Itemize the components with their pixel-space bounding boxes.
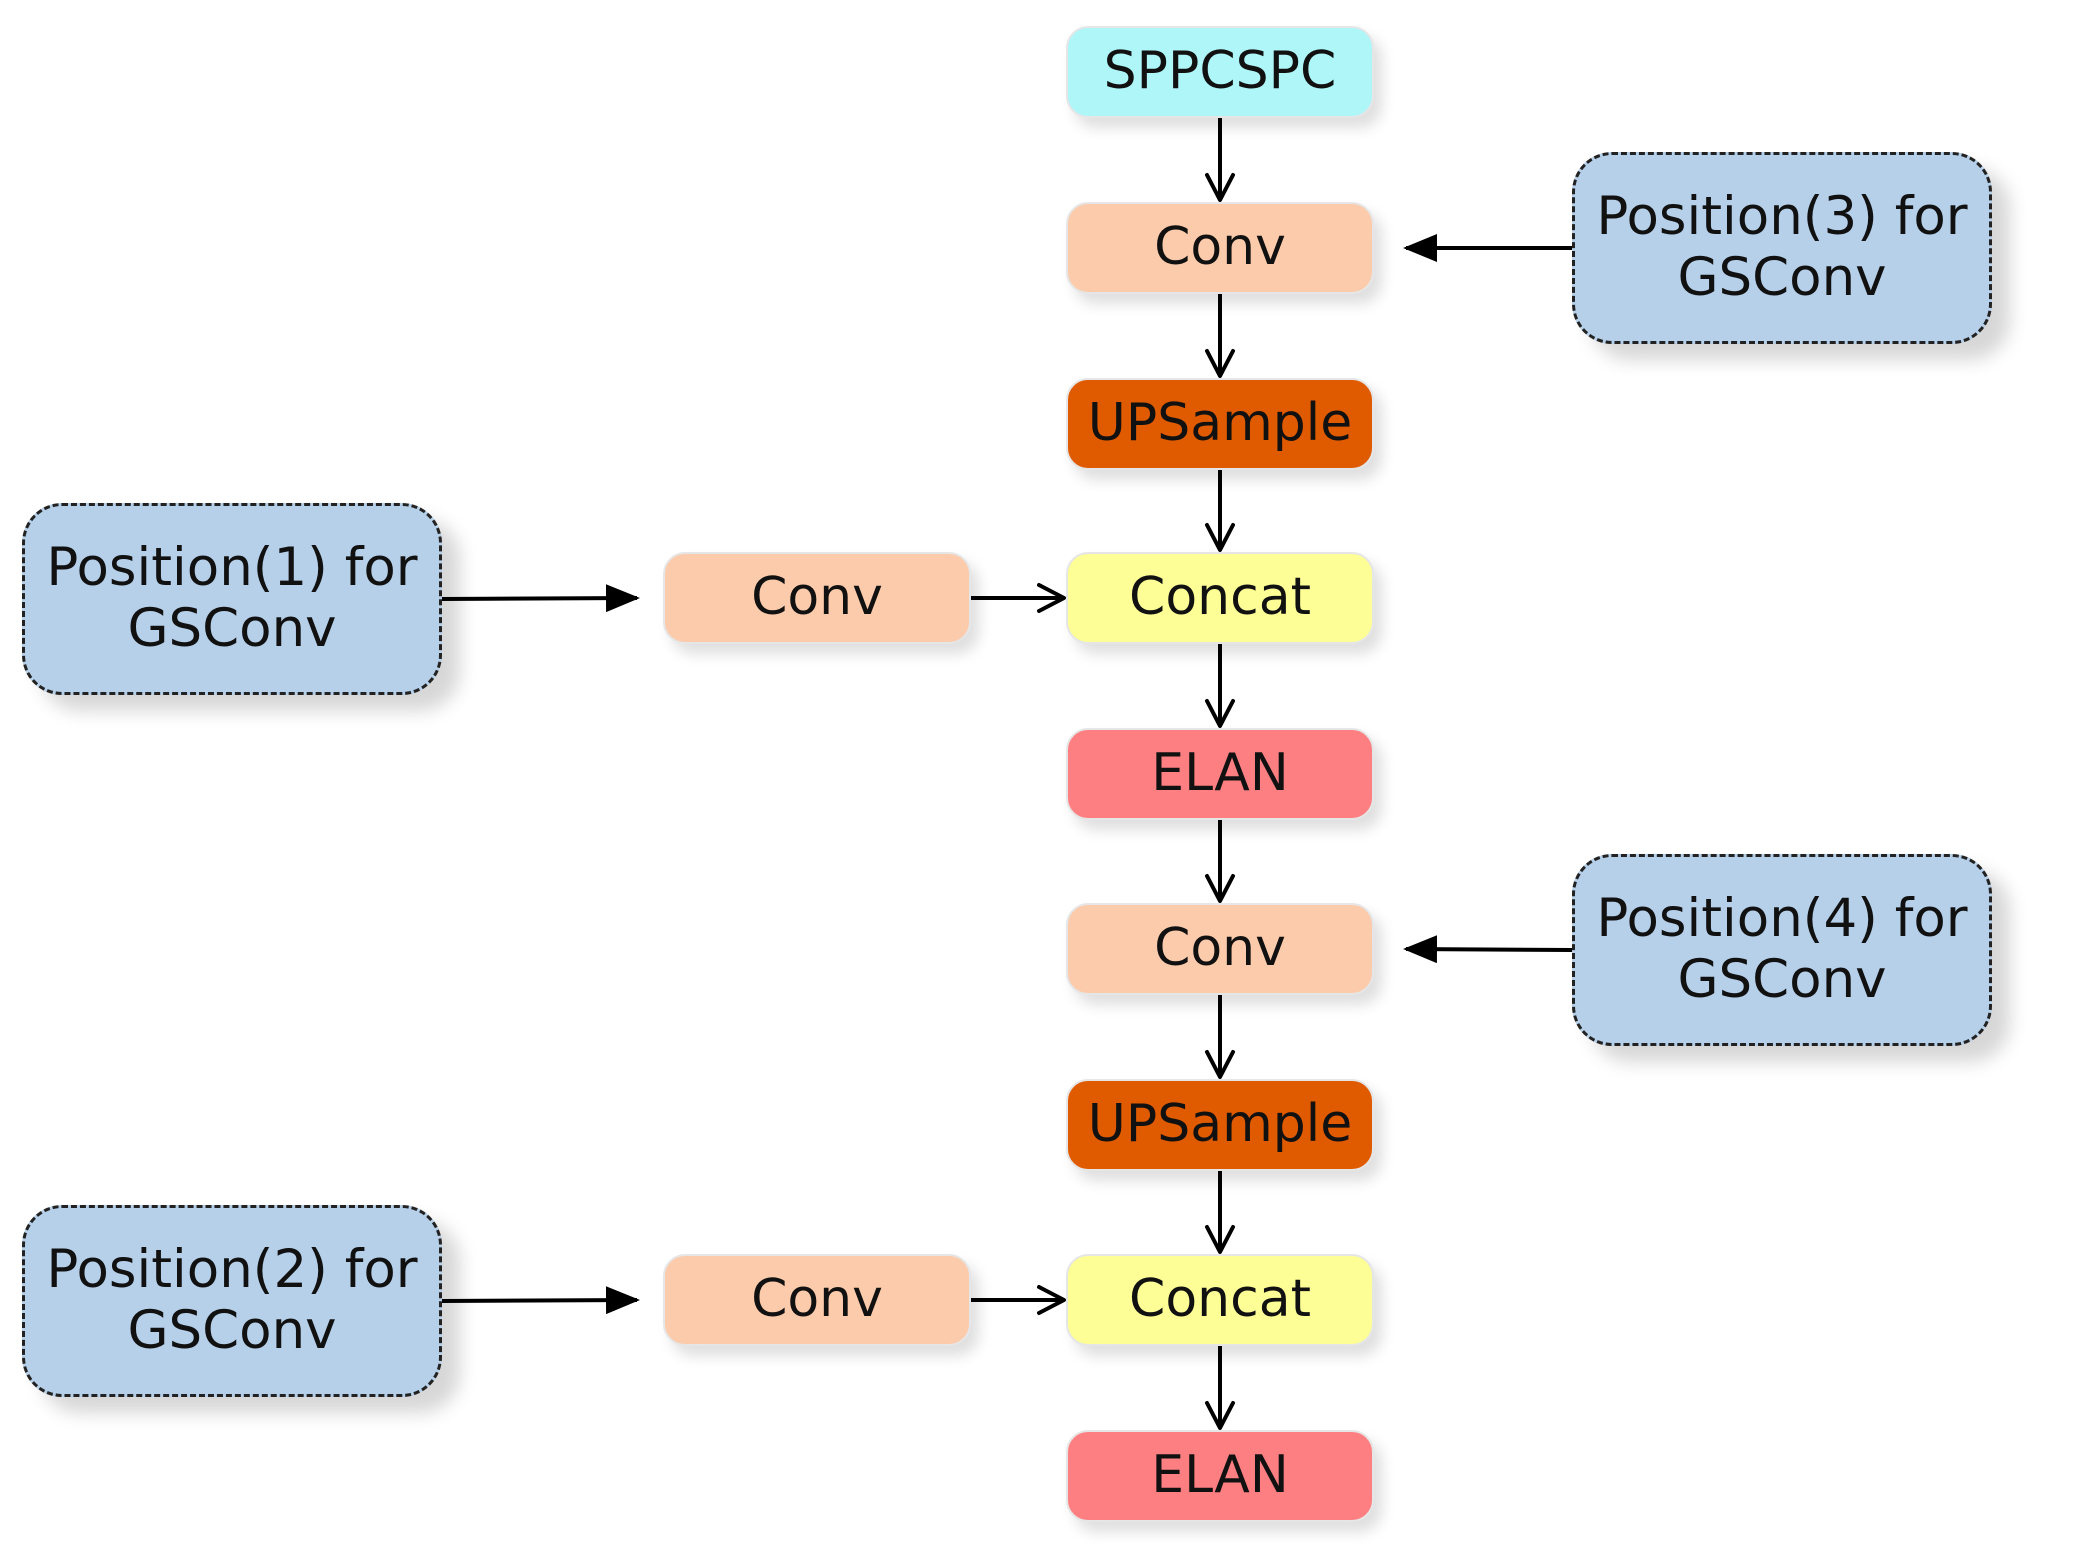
gsconv-position-3-box: Position(3) for GSConv: [1572, 152, 1992, 344]
gsconv-position-4-box: Position(4) for GSConv: [1572, 854, 1992, 1046]
elan-block-1: ELAN: [1066, 728, 1374, 820]
conv-block-2-label: Conv: [1154, 918, 1286, 979]
sppcspc-label: SPPCSPC: [1103, 41, 1337, 102]
gsconv-position-2-line2: GSConv: [127, 1300, 337, 1361]
upsample-block-1: UPSample: [1066, 378, 1374, 470]
conv-block-1-label: Conv: [1154, 217, 1286, 278]
gsconv-position-4-line1: Position(4) for: [1596, 888, 1968, 950]
gsconv-position-3-line1: Position(3) for: [1596, 186, 1968, 248]
conv-block-1: Conv: [1066, 202, 1374, 294]
gsconv-position-1-line1: Position(1) for: [46, 537, 418, 599]
elan-block-1-label: ELAN: [1151, 743, 1289, 804]
concat-block-2: Concat: [1066, 1254, 1374, 1346]
conv-side-block-1: Conv: [663, 552, 971, 644]
conv-side-block-2-label: Conv: [751, 1269, 883, 1330]
arrow-p4-to-conv_2: [1403, 935, 1573, 964]
arrow-p1-to-conv_side_1: [441, 584, 640, 613]
gsconv-position-1-box: Position(1) for GSConv: [22, 503, 442, 695]
sppcspc-block: SPPCSPC: [1066, 26, 1374, 118]
elan-block-2: ELAN: [1066, 1430, 1374, 1522]
gsconv-position-2-box: Position(2) for GSConv: [22, 1205, 442, 1397]
upsample-block-1-label: UPSample: [1087, 393, 1353, 454]
gsconv-position-4-line2: GSConv: [1677, 949, 1887, 1010]
concat-block-1-label: Concat: [1129, 567, 1311, 628]
gsconv-position-3-line2: GSConv: [1677, 247, 1887, 308]
conv-side-block-2: Conv: [663, 1254, 971, 1346]
gsconv-position-1-line2: GSConv: [127, 598, 337, 659]
concat-block-2-label: Concat: [1129, 1269, 1311, 1330]
upsample-block-2-label: UPSample: [1087, 1094, 1353, 1155]
gsconv-position-2-line1: Position(2) for: [46, 1239, 418, 1301]
conv-side-block-1-label: Conv: [751, 567, 883, 628]
conv-block-2: Conv: [1066, 903, 1374, 995]
arrow-p2-to-conv_side_2: [441, 1286, 640, 1315]
elan-block-2-label: ELAN: [1151, 1445, 1289, 1506]
concat-block-1: Concat: [1066, 552, 1374, 644]
upsample-block-2: UPSample: [1066, 1079, 1374, 1171]
